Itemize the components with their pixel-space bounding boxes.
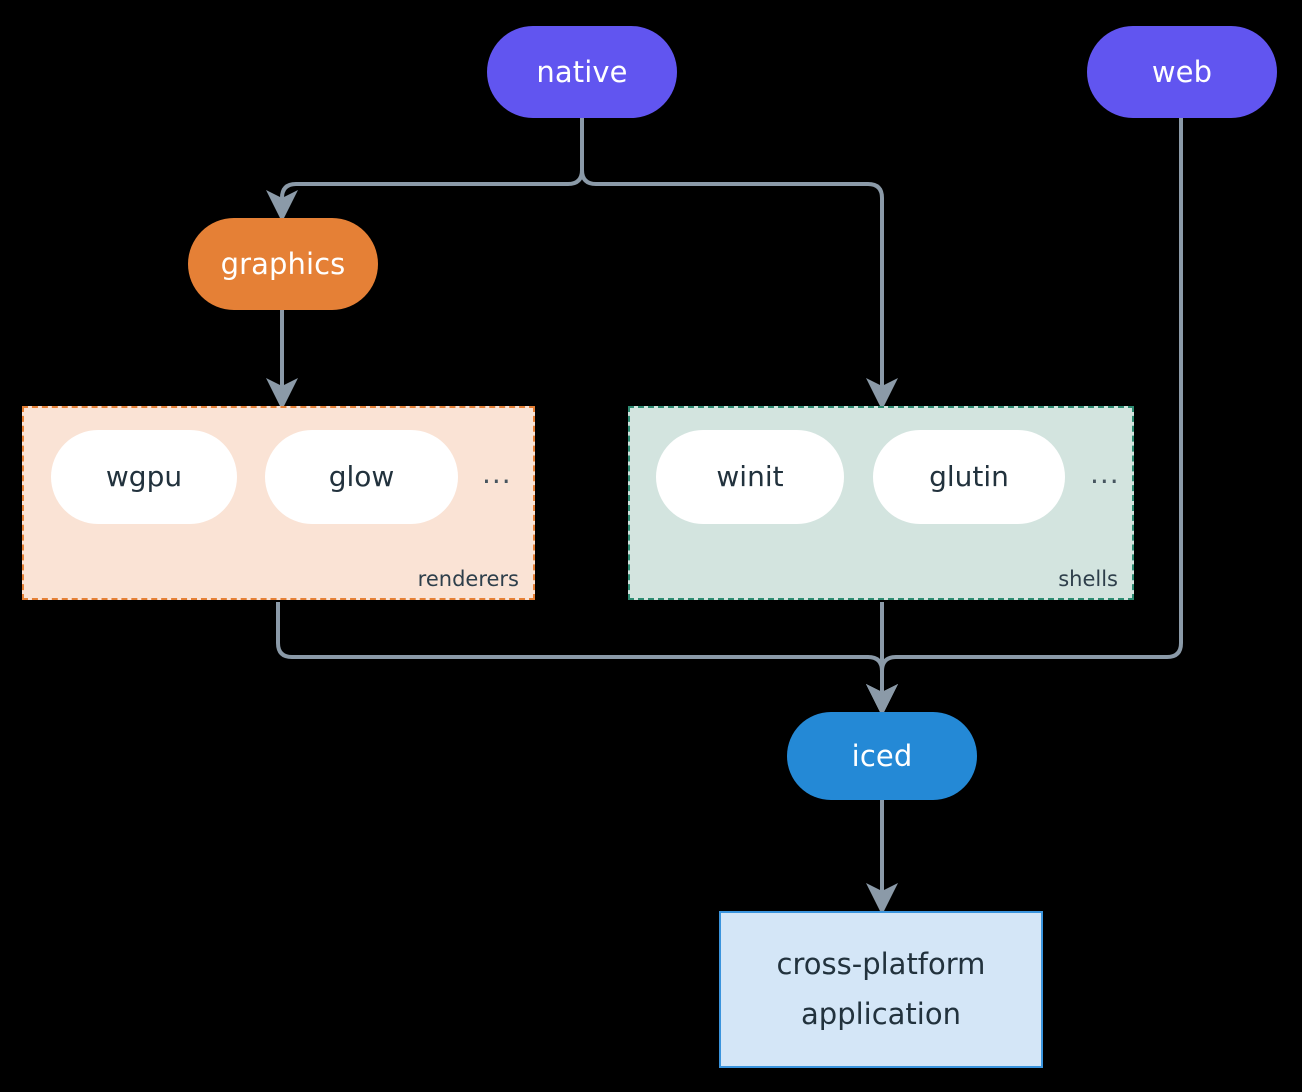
node-web[interactable]: web xyxy=(1087,26,1277,118)
edge-renderers-to-iced xyxy=(276,602,898,716)
cluster-renderers: wgpu glow ... renderers xyxy=(22,406,535,600)
node-wgpu-label: wgpu xyxy=(105,460,183,493)
cluster-renderers-label: renderers xyxy=(417,567,519,591)
node-iced[interactable]: iced xyxy=(787,712,977,800)
node-graphics-label: graphics xyxy=(220,246,346,281)
edge-native-to-graphics xyxy=(266,118,584,222)
node-cross-platform-application[interactable]: cross-platform application xyxy=(719,911,1043,1068)
renderers-ellipsis: ... xyxy=(482,457,512,490)
node-graphics[interactable]: graphics xyxy=(188,218,378,310)
application-label-line1: cross-platform xyxy=(776,947,986,982)
edge-native-to-shells xyxy=(580,118,898,410)
node-glutin-label: glutin xyxy=(929,460,1009,493)
node-glow-label: glow xyxy=(328,460,395,493)
node-glutin[interactable]: glutin xyxy=(873,430,1065,524)
node-iced-label: iced xyxy=(851,738,913,773)
node-winit[interactable]: winit xyxy=(656,430,844,524)
node-native[interactable]: native xyxy=(487,26,677,118)
cluster-shells: winit glutin ... shells xyxy=(628,406,1134,600)
node-native-label: native xyxy=(536,54,628,89)
node-wgpu[interactable]: wgpu xyxy=(51,430,237,524)
node-glow[interactable]: glow xyxy=(265,430,458,524)
node-web-label: web xyxy=(1151,54,1213,89)
cluster-shells-label: shells xyxy=(1058,567,1118,591)
shells-ellipsis: ... xyxy=(1090,457,1120,490)
node-winit-label: winit xyxy=(716,460,784,493)
application-label-line2: application xyxy=(801,996,961,1031)
